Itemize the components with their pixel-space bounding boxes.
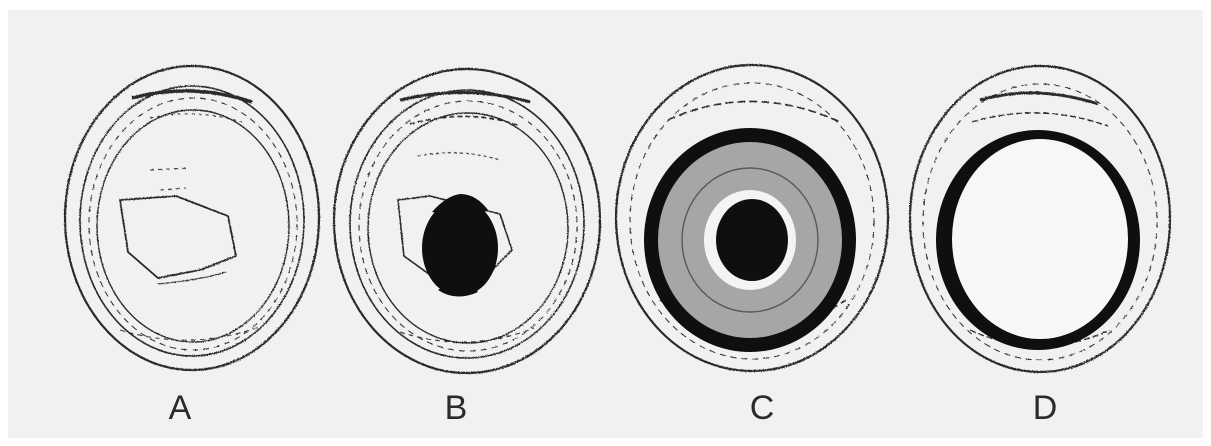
panel-a-intima-layer: [97, 110, 289, 342]
panel-label-a: A: [150, 388, 210, 428]
panel-c-lumen: [716, 199, 788, 281]
panel-a-lumen: [120, 196, 236, 278]
panel-d-wall-ring: [936, 130, 1140, 350]
panel-a-outer-wall: [65, 66, 319, 370]
panel-label-d: D: [1015, 388, 1075, 428]
panel-label-b: B: [426, 388, 486, 428]
panel-a-media-layer: [80, 86, 304, 356]
panel-b-thrombus: [422, 194, 498, 297]
panel-label-c: C: [732, 388, 792, 428]
panel-d-lumen: [952, 139, 1128, 339]
panel-a-vessel: [65, 66, 319, 370]
panel-c-layers: [644, 128, 856, 352]
